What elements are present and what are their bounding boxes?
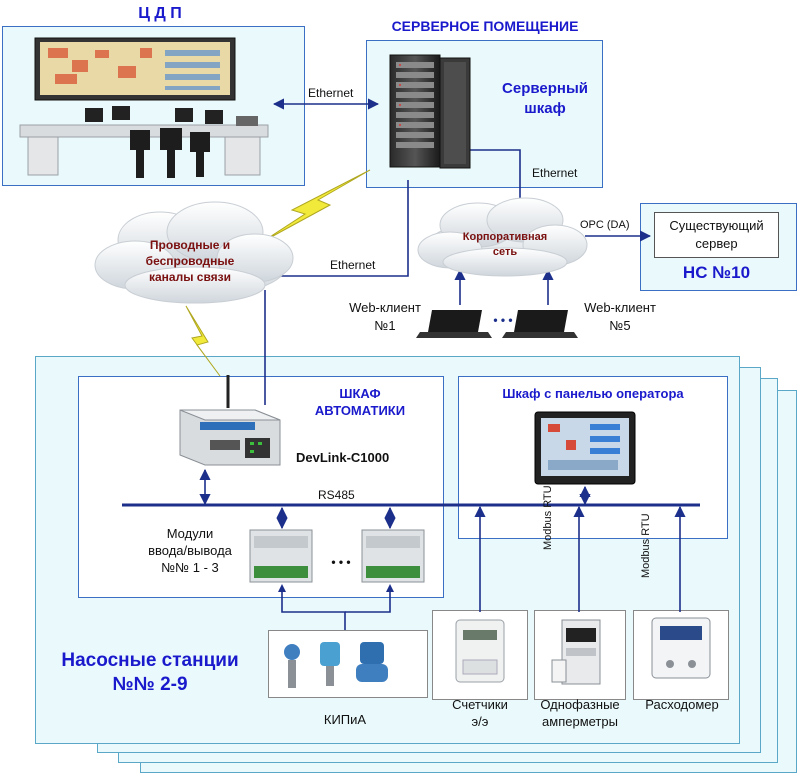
existing-server-box xyxy=(654,212,779,258)
meters-label-1: Счетчики xyxy=(452,697,508,712)
energy-meter-illustration xyxy=(455,619,505,683)
cloud-corporate xyxy=(417,197,588,277)
flowmeter-illustration xyxy=(651,617,711,679)
wireless-bolt-top xyxy=(261,169,371,243)
server-cabinet-label-1: Серверный xyxy=(502,80,588,97)
modules-dots: • • • xyxy=(331,555,351,569)
ammeters-label-2: амперметры xyxy=(542,714,618,729)
operator-panel-title: Шкаф с панелью оператора xyxy=(502,386,684,401)
modules-label-3: №№ 1 - 3 xyxy=(161,560,219,575)
ammeters-label-1: Однофазные xyxy=(540,697,620,712)
cloud-corporate-line-1: Корпоративная xyxy=(462,231,548,243)
cloud-channels-line-3: каналы связи xyxy=(148,270,232,284)
modbus-label-1: Modbus RTU xyxy=(542,485,554,550)
wireless-bolt-bottom xyxy=(185,305,221,377)
modbus-label-2: Modbus RTU xyxy=(640,513,652,578)
flowmeter-label: Расходомер xyxy=(645,697,719,712)
automation-title-1: ШКАФ xyxy=(339,386,381,401)
cloud-channels xyxy=(94,201,294,304)
modules-label-2: ввода/вывода xyxy=(148,543,232,558)
server-cabinet-label-2: шкаф xyxy=(524,100,566,117)
laptop-1-illustration xyxy=(416,310,492,338)
kipia-label: КИПиА xyxy=(323,712,367,727)
cloud-corporate-line-2: сеть xyxy=(492,246,518,258)
io-module-1-illustration xyxy=(249,529,313,583)
automation-title-2: АВТОМАТИКИ xyxy=(314,403,406,418)
cloud-channels-line-1: Проводные и xyxy=(149,238,231,252)
link-server-channels xyxy=(280,180,409,277)
meters-label-2: э/э xyxy=(471,714,489,729)
hmi-panel-illustration xyxy=(534,411,636,485)
web-client-1-line-2: №1 xyxy=(374,318,396,333)
devlink-controller-illustration xyxy=(179,375,281,466)
controller-label: DevLink-C1000 xyxy=(296,450,390,465)
rs485-label: RS485 xyxy=(318,488,355,502)
laptop-5-illustration xyxy=(502,310,578,338)
server-room-title: СЕРВЕРНОЕ ПОМЕЩЕНИЕ xyxy=(391,18,579,34)
server-rack-illustration xyxy=(389,54,471,169)
existing-server-label-1: Существующий xyxy=(669,218,764,233)
ethernet-cdp-label: Ethernet xyxy=(308,86,354,100)
ammeter-illustration xyxy=(551,619,601,685)
control-room-illustration xyxy=(19,37,269,178)
web-client-5-line-2: №5 xyxy=(609,318,631,333)
kipia-sensors-illustration xyxy=(284,642,388,688)
web-client-5-line-1: Web-клиент xyxy=(584,300,656,315)
opc-label: OPC (DA) xyxy=(580,219,630,231)
web-clients-dots: • • • xyxy=(493,313,513,327)
ethernet-server-label: Ethernet xyxy=(532,166,578,180)
stations-title-1: Насосные станции xyxy=(61,650,239,671)
ns10-title: НС №10 xyxy=(682,263,751,282)
io-module-3-illustration xyxy=(361,529,425,583)
modules-label-1: Модули xyxy=(166,526,214,541)
existing-server-label-2: сервер xyxy=(695,236,738,251)
stations-title-2: №№ 2-9 xyxy=(112,674,188,695)
cloud-channels-line-2: беспроводные xyxy=(145,254,235,268)
link-kipia-modules xyxy=(281,588,346,630)
ethernet-channels-label: Ethernet xyxy=(330,258,376,272)
web-client-1-line-1: Web-клиент xyxy=(349,300,421,315)
cdp-title: Ц Д П xyxy=(138,5,182,22)
